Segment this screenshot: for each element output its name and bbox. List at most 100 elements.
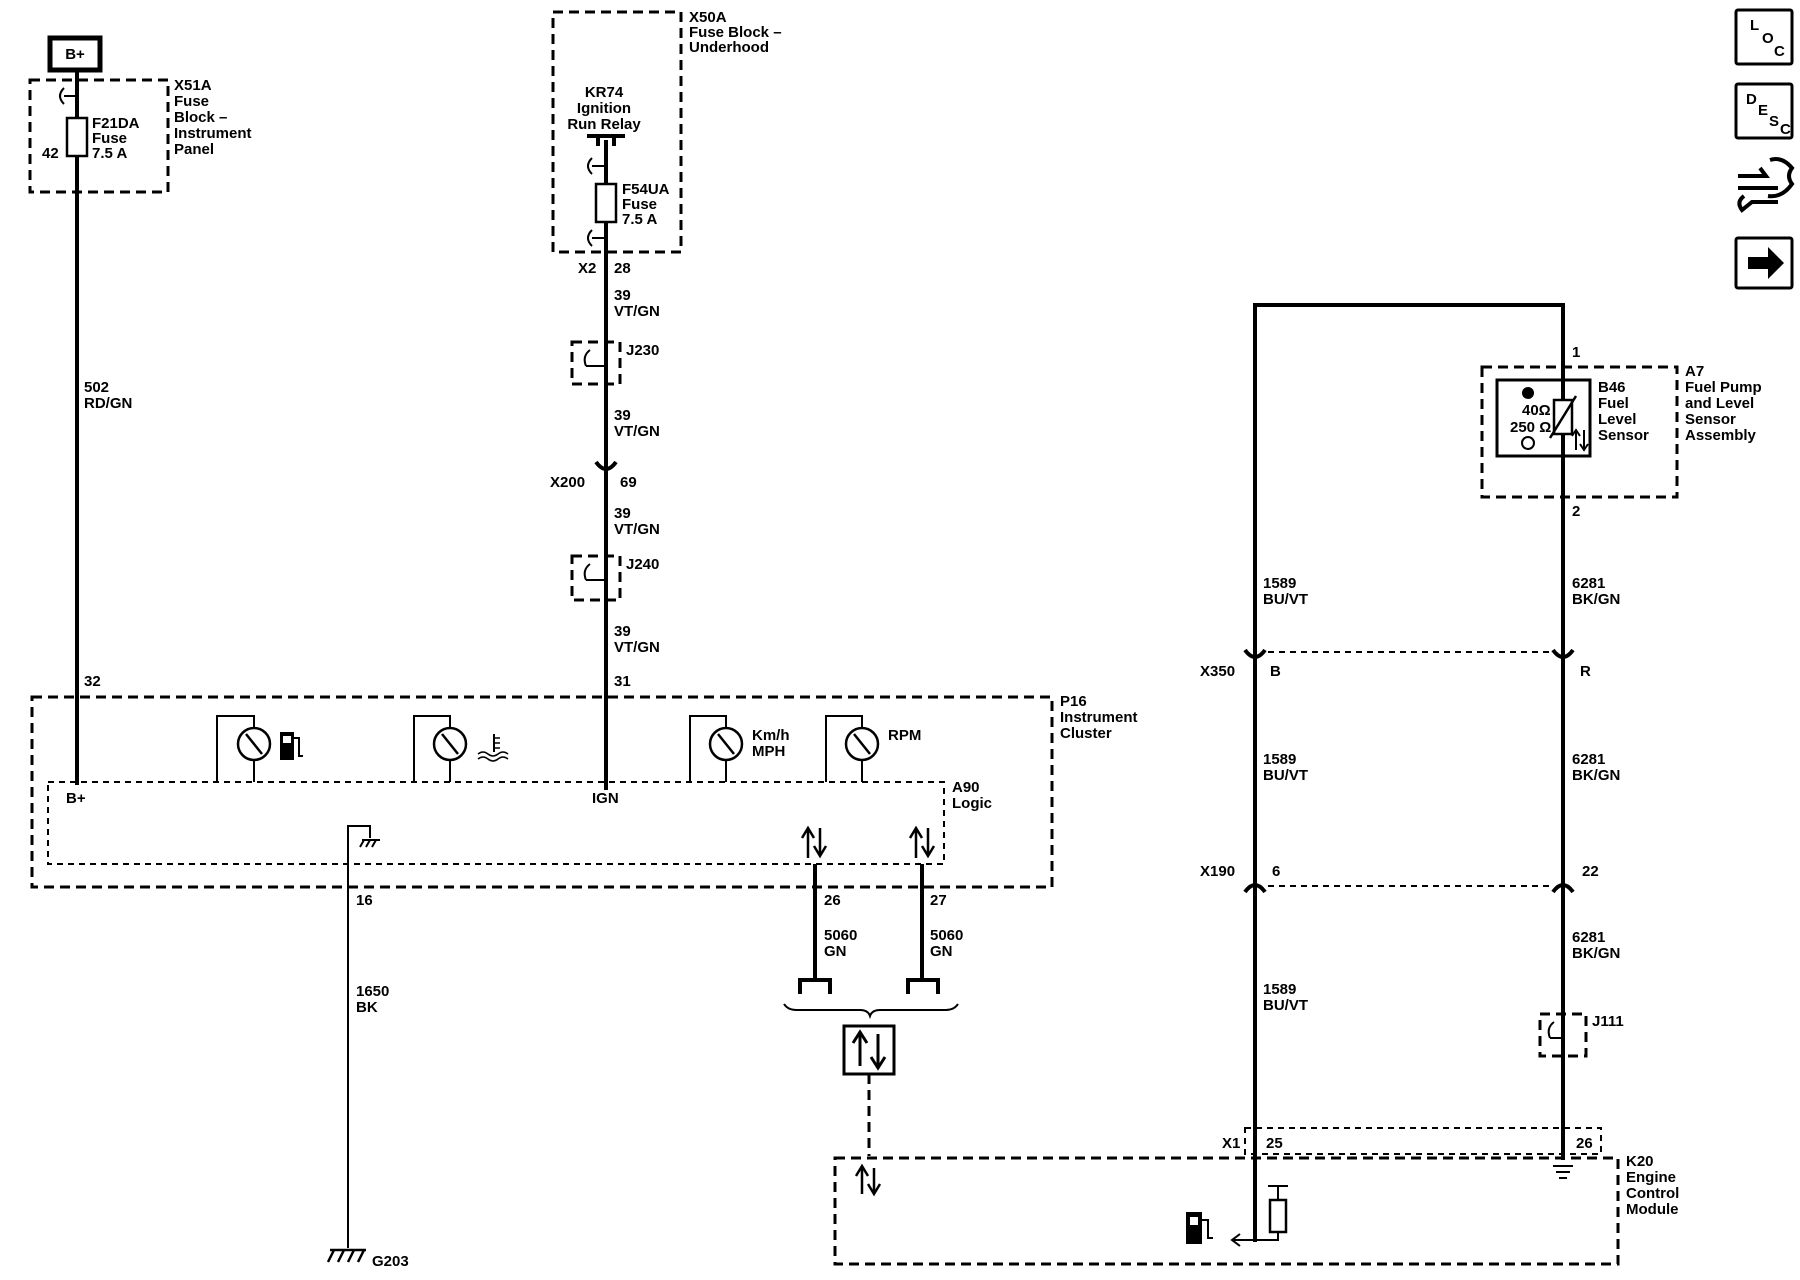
wrench-connector-icon — [1737, 157, 1795, 213]
description-button[interactable]: D E S C — [1734, 82, 1794, 140]
j111-label: J111 — [1592, 1013, 1624, 1030]
wire-39c-number: 39 — [614, 505, 631, 522]
f21da-fuse-symbol — [65, 116, 89, 158]
x50a-title: X50A Fuse Block – Underhood — [689, 9, 782, 56]
f21da-type: Fuse — [92, 130, 127, 147]
a7-title: A7 Fuel Pump and Level Sensor Assembly — [1685, 363, 1762, 444]
x190-connector-22 — [1551, 883, 1575, 894]
wire-5060a-number: 5060 — [824, 927, 857, 944]
ecm-fuel-pump-icon — [1186, 1212, 1213, 1244]
x51a-pin-42: 42 — [42, 145, 59, 162]
x51a-fuse-block — [28, 78, 170, 194]
ecm-serial-data-arrows — [854, 1163, 882, 1197]
x50a-title-line: Underhood — [689, 39, 769, 56]
x350-pin-r: R — [1580, 663, 1591, 680]
j240-label: J240 — [626, 556, 659, 573]
location-button[interactable]: L O C — [1734, 8, 1794, 66]
p16-title-line: Instrument — [1060, 709, 1138, 726]
a7-title-line: Sensor — [1685, 411, 1736, 428]
wire-39d-color: VT/GN — [614, 639, 660, 656]
next-page-button[interactable] — [1734, 236, 1794, 290]
connector-end-view-button[interactable] — [1737, 157, 1795, 213]
wire-5060a-color: GN — [824, 943, 847, 960]
g203-label: G203 — [372, 1253, 409, 1270]
serial-data-icon — [851, 1029, 887, 1071]
p16-title-line: Cluster — [1060, 725, 1112, 742]
b46-resistance-40: 40Ω — [1522, 402, 1551, 419]
x51a-title-line: Block – — [174, 109, 227, 126]
x190-label: X190 — [1200, 863, 1235, 880]
ecm-signal-arrow — [1230, 1232, 1279, 1247]
x51a-connector-symbol — [59, 87, 77, 105]
f21da-label: F21DA — [92, 115, 140, 132]
x50a-name: X50A — [689, 9, 727, 26]
f54ua-text: F54UA Fuse 7.5 A — [622, 181, 670, 228]
x51a-title: X51A Fuse Block – Instrument Panel — [174, 77, 252, 158]
x200-connector-symbol — [594, 460, 618, 471]
wire-1589b-color: BU/VT — [1263, 767, 1308, 784]
k20-title-line: Module — [1626, 1201, 1679, 1218]
loc-letter: O — [1762, 30, 1774, 47]
x50a-fuse-block — [551, 10, 683, 254]
wire-502-number: 502 — [84, 379, 109, 396]
logic-ign-label: IGN — [592, 790, 619, 807]
k20-engine-control-module — [833, 1156, 1620, 1266]
wire-39a-color: VT/GN — [614, 303, 660, 320]
x2-connector-label: X2 — [578, 260, 596, 277]
loc-letter: L — [1750, 17, 1759, 34]
j240-splice-symbol — [583, 563, 606, 581]
a90-logic-box — [47, 781, 945, 865]
cluster-pin-26: 26 — [824, 892, 841, 909]
wire-1589-top — [1253, 303, 1565, 374]
f21da-rating: 7.5 A — [92, 145, 127, 162]
b46-title-line: Level — [1598, 411, 1636, 428]
desc-letter: D — [1746, 91, 1757, 108]
fuel-level-empty-icon — [1521, 436, 1535, 450]
x1-connector-label: X1 — [1222, 1135, 1240, 1152]
ecm-pin-25: 25 — [1266, 1135, 1283, 1152]
wire-1589c-color: BU/VT — [1263, 997, 1308, 1014]
wire-6281c-color: BK/GN — [1572, 945, 1620, 962]
rpm-label: RPM — [888, 727, 921, 744]
a90-name: A90 — [952, 779, 980, 796]
f54ua-fuse-symbol — [594, 182, 618, 224]
a90-title-line: Logic — [952, 795, 992, 812]
speed-unit-kmh: Km/h — [752, 727, 790, 744]
p16-name: P16 — [1060, 693, 1087, 710]
f54ua-type: Fuse — [622, 196, 657, 213]
b46-fuel-level-sensor — [1495, 378, 1592, 458]
cluster-pin-16: 16 — [356, 892, 373, 909]
wire-502-color: RD/GN — [84, 395, 132, 412]
a7-pin-1: 1 — [1572, 344, 1580, 361]
cluster-pin-31: 31 — [614, 673, 631, 690]
serial-data-bracket — [783, 1003, 959, 1020]
wire-1589c-number: 1589 — [1263, 981, 1296, 998]
wire-6281b-number: 6281 — [1572, 751, 1605, 768]
temperature-gauge — [413, 715, 509, 782]
wire-5060b-number: 5060 — [930, 927, 963, 944]
x200-label: X200 — [550, 474, 585, 491]
j240-splice — [570, 554, 622, 602]
cluster-ground-lead — [347, 825, 371, 880]
b46-name: B46 — [1598, 379, 1626, 396]
j111-splice — [1538, 1012, 1588, 1058]
bplus-label: B+ — [65, 46, 85, 63]
wire-39c-color: VT/GN — [614, 521, 660, 538]
coolant-temperature-icon — [477, 734, 509, 762]
j111-splice-symbol — [1547, 1021, 1563, 1039]
x350-connector-r — [1551, 648, 1575, 659]
x51a-name: X51A — [174, 77, 212, 94]
serial-data-arrows-26 — [800, 825, 828, 859]
wire-39d-number: 39 — [614, 623, 631, 640]
wire-1589a-color: BU/VT — [1263, 591, 1308, 608]
fuel-gauge — [216, 715, 303, 782]
g203-ground-icon — [326, 1248, 366, 1263]
j230-splice — [570, 340, 622, 386]
wire-1650-number: 1650 — [356, 983, 389, 1000]
f54ua-label: F54UA — [622, 181, 670, 198]
serial-data-arrows-27 — [908, 825, 936, 859]
serial-data-icon-box — [842, 1024, 896, 1076]
x51a-title-line: Panel — [174, 141, 214, 158]
kr74-label: KR74 — [585, 84, 624, 101]
x200-pin-69: 69 — [620, 474, 637, 491]
